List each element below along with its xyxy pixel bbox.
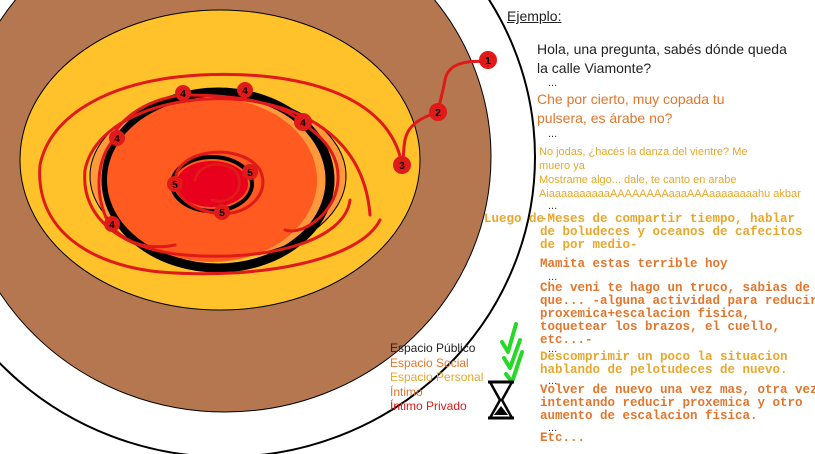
path-1-to-2 [436, 59, 490, 114]
marker-4-a: 4 [175, 85, 191, 101]
meses-note: -Meses de compartir tiempo, hablar de bo… [540, 212, 803, 252]
che-veni-note: Che veni te hago un truco, sabias de que… [540, 281, 815, 347]
ellipsis-7: ... [548, 422, 558, 434]
svg-text:4: 4 [109, 220, 115, 231]
check-icon [500, 322, 518, 354]
path-core-loop [174, 150, 265, 216]
ellipsis-1: ... [548, 77, 558, 89]
question-3: No jodas, ¿hacés la danza del vientre? M… [539, 146, 801, 200]
red-core [176, 161, 248, 207]
ellipsis-4: ... [548, 271, 558, 283]
path-core-inner [193, 162, 241, 203]
hourglass-icon [487, 380, 515, 420]
svg-text:3: 3 [399, 161, 405, 172]
svg-text:1: 1 [485, 56, 491, 67]
svg-text:4: 4 [180, 89, 186, 100]
marker-5-b: 5 [242, 164, 258, 180]
svg-text:4: 4 [242, 86, 248, 97]
question-2: Che por cierto, muy copada tu pulsera, e… [537, 91, 725, 126]
ellipsis-2: ... [548, 128, 558, 140]
marker-1: 1 [479, 51, 497, 69]
marker-5-c: 5 [214, 204, 230, 220]
etc-line: Etc... [540, 431, 586, 445]
legend-espacio-publico: Espacio Público [390, 341, 476, 355]
luego-de-label: Luego de [484, 212, 545, 226]
check-icon [502, 338, 522, 370]
markers: 1 2 3 4 4 4 4 4 [104, 51, 497, 232]
path-orbit-right [283, 120, 340, 233]
proxemics-diagram: 1 2 3 4 4 4 4 4 [0, 0, 536, 454]
example-title: Ejemplo: [507, 8, 562, 24]
legend-espacio-personal: Espacio Personal [390, 370, 484, 384]
ellipsis-3: ... [548, 200, 558, 212]
svg-text:2: 2 [435, 108, 441, 119]
svg-text:5: 5 [172, 180, 178, 191]
marker-3: 3 [393, 156, 411, 174]
legend-intimo: Íntimo [390, 385, 423, 399]
marker-4-c: 4 [294, 113, 312, 131]
legend-marks [487, 322, 524, 420]
marker-4-d: 4 [109, 130, 125, 146]
marker-4-e: 4 [104, 216, 120, 232]
svg-text:5: 5 [247, 168, 253, 179]
legend-espacio-social: Espacio Social [390, 356, 469, 370]
svg-text:5: 5 [219, 208, 225, 219]
mamita-line: Mamita estas terrible hoy [540, 257, 728, 271]
svg-text:4: 4 [300, 118, 306, 129]
svg-text:4: 4 [114, 134, 120, 145]
volver-note: Volver de nuevo una vez mas, otra vez in… [540, 383, 815, 423]
ellipsis-5: ... [548, 343, 558, 355]
question-1: Hola, una pregunta, sabés dónde queda la… [537, 41, 787, 76]
ellipsis-6: ... [548, 375, 558, 387]
path-orbit-outer [38, 72, 404, 276]
marker-2: 2 [429, 103, 447, 121]
marker-5-a: 5 [167, 176, 183, 192]
black-ring [101, 87, 335, 273]
legend-intimo-privado: Íntimo Privado [390, 399, 467, 413]
descomprimir-note: Descomprimir un poco la situacion hablan… [540, 350, 788, 377]
marker-4-b: 4 [237, 82, 253, 98]
